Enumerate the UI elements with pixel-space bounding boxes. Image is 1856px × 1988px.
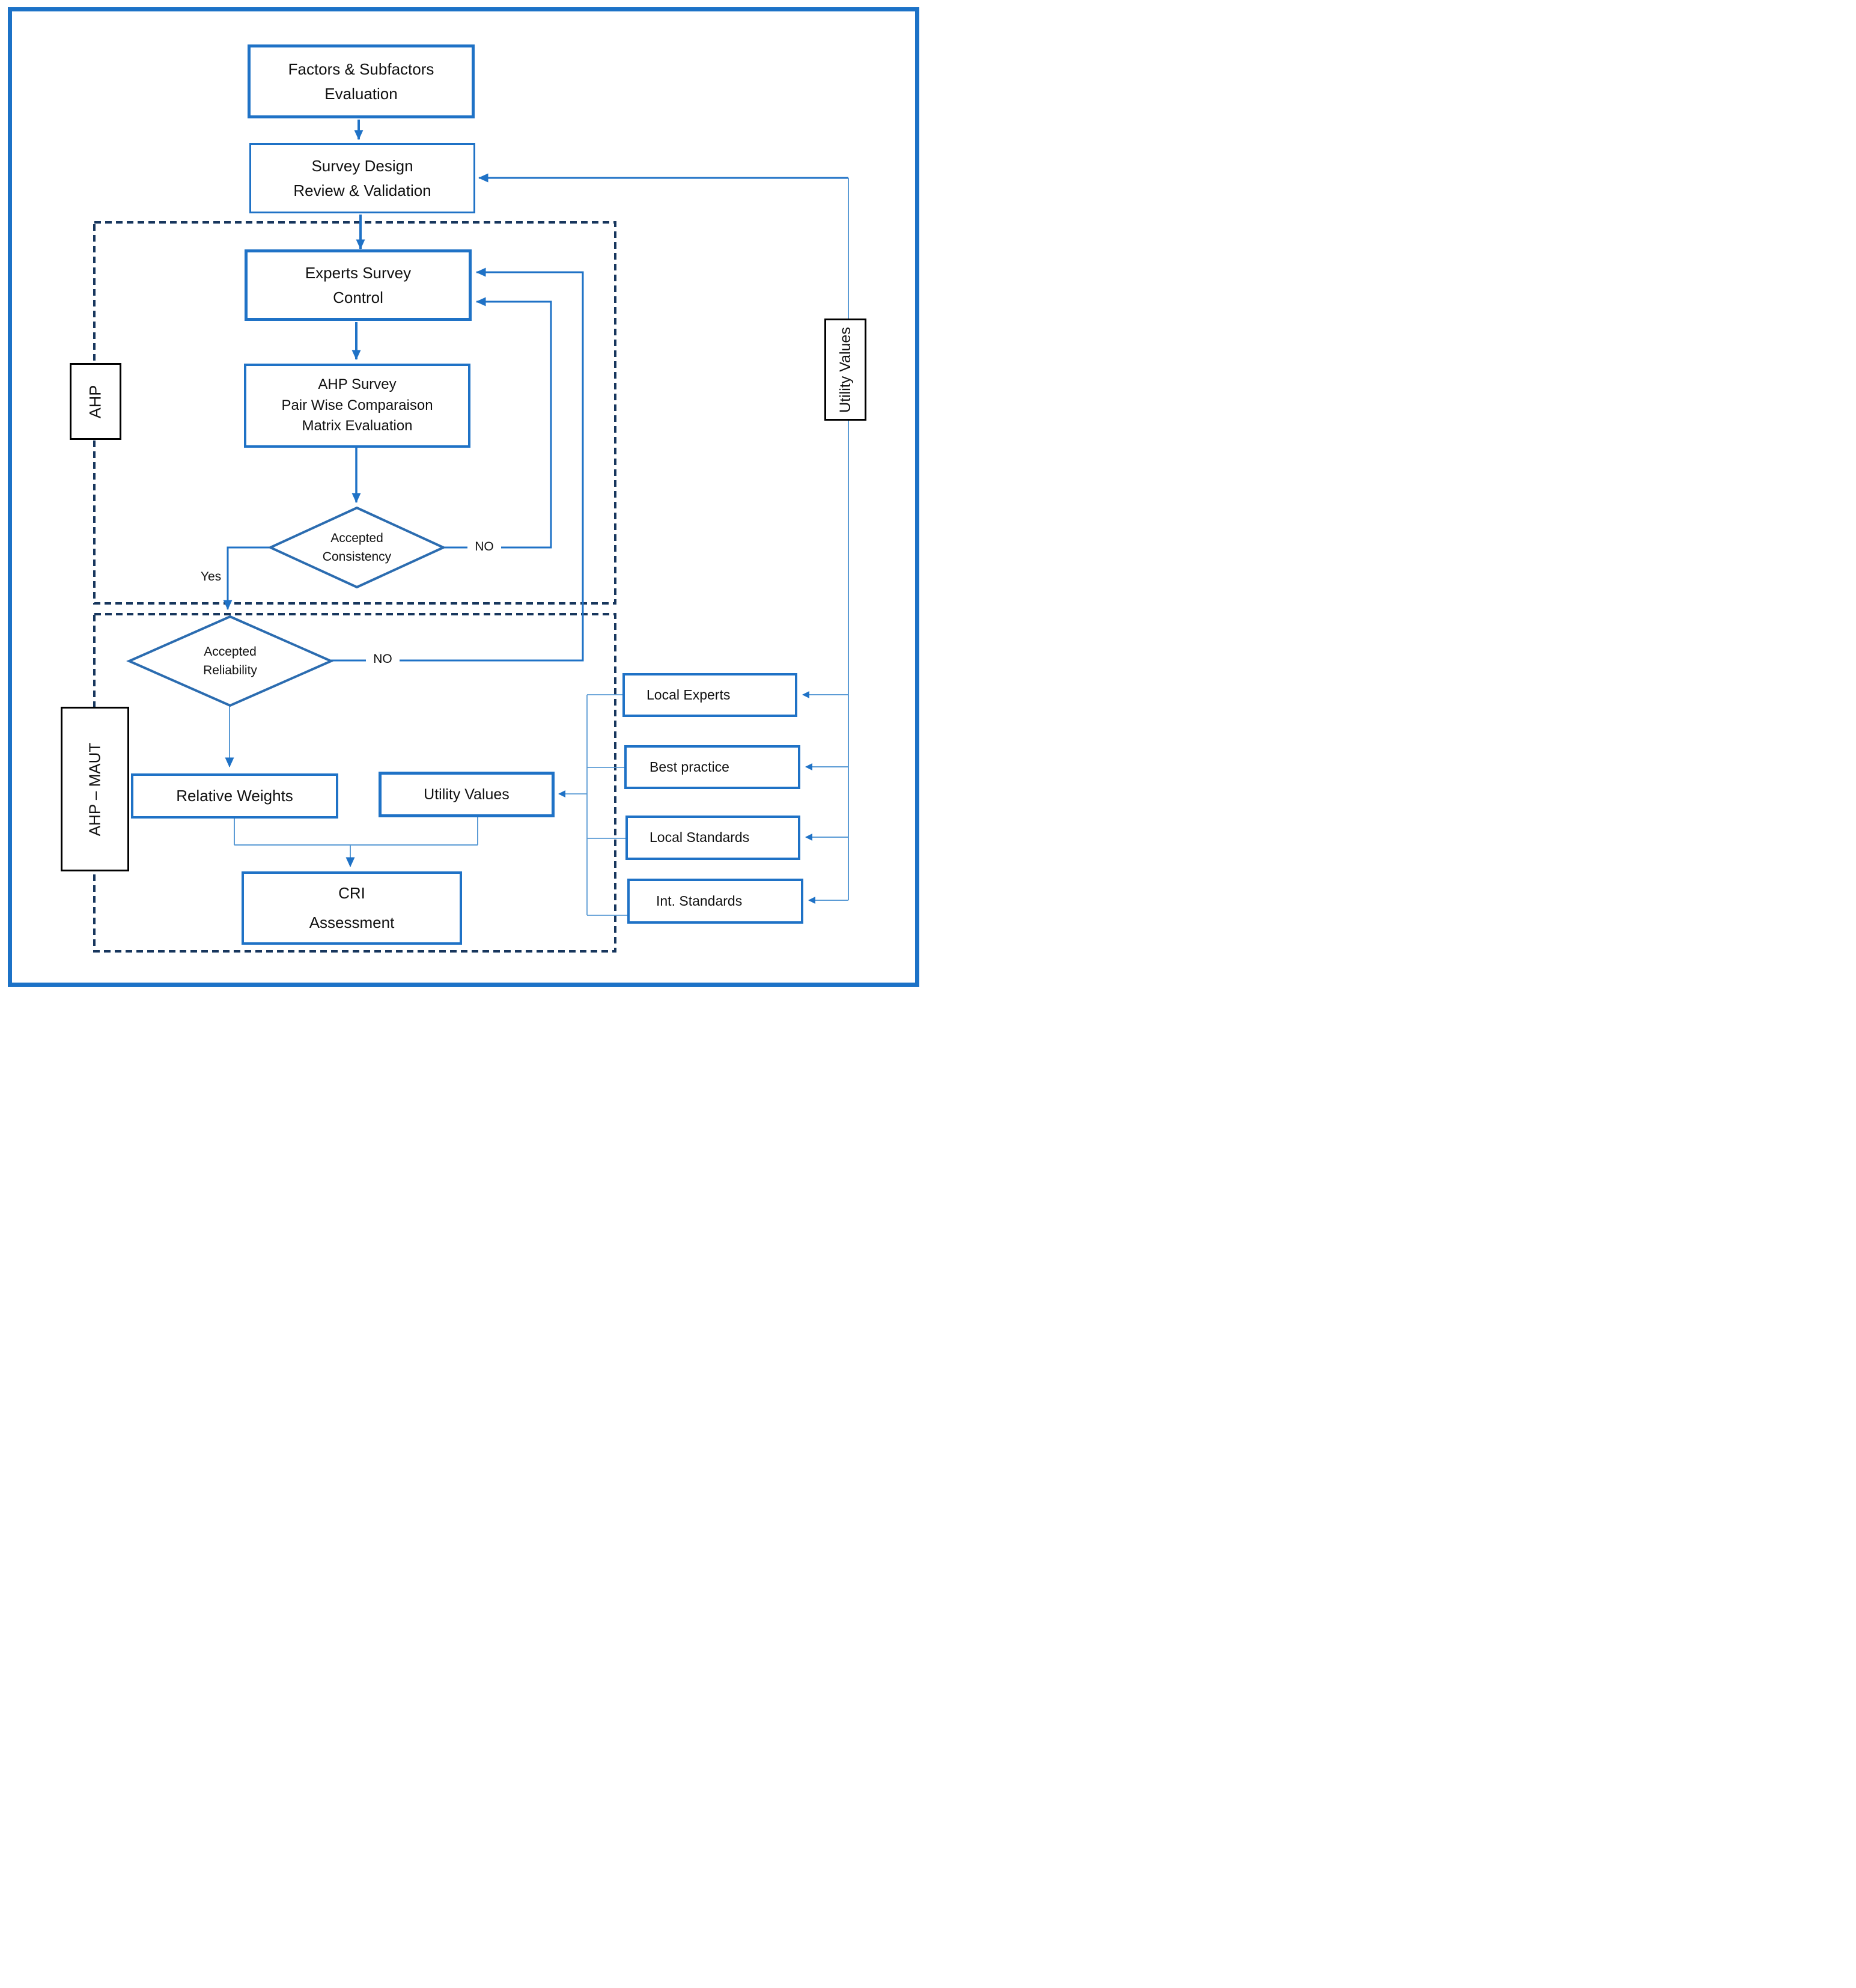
yes-path-to-reliability	[223, 546, 270, 610]
no-label-reliability: NO	[366, 651, 400, 667]
node-label: Control	[333, 288, 383, 306]
node-int-standards: Int. Standards	[627, 879, 803, 924]
consistency-diamond-shape	[267, 506, 446, 589]
node-label: Local Experts	[647, 686, 731, 703]
connector-layer	[93, 120, 849, 953]
node-label: Review & Validation	[293, 181, 431, 200]
node-relative-weights: Relative Weights	[131, 773, 338, 819]
node-label: Evaluation	[324, 84, 398, 103]
node-label: Pair Wise Comparaison	[281, 397, 433, 413]
ahp-phase-label: AHP	[70, 363, 121, 440]
node-label: CRI	[338, 883, 365, 902]
node-label: Relative Weights	[176, 787, 293, 805]
node-factors-evaluation: Factors & Subfactors Evaluation	[248, 44, 475, 118]
node-ahp-survey-matrix: AHP Survey Pair Wise Comparaison Matrix …	[244, 364, 470, 448]
flowchart-canvas: Factors & Subfactors Evaluation Survey D…	[0, 0, 928, 994]
yes-label-consistency: Yes	[196, 569, 226, 585]
node-label: Experts Survey	[305, 264, 412, 282]
ahp-maut-phase-label: AHP – MAUT	[61, 707, 129, 871]
node-label: Accepted	[330, 531, 383, 545]
side-label-text: Utility Values	[836, 326, 854, 413]
reliability-diamond-text: Accepted Reliability	[170, 643, 290, 679]
consistency-diamond-text: Accepted Consistency	[297, 529, 417, 566]
node-label: Matrix Evaluation	[302, 418, 413, 434]
node-label: Int. Standards	[656, 892, 743, 909]
node-survey-design: Survey Design Review & Validation	[249, 143, 475, 213]
node-label: Factors & Subfactors	[288, 60, 434, 79]
phase-label-text: AHP – MAUT	[85, 742, 104, 836]
edge-label: NO	[373, 652, 392, 666]
no-loop-reliability	[331, 267, 584, 662]
phase-label-text: AHP	[86, 385, 105, 418]
edge-label: NO	[475, 540, 494, 553]
node-best-practice: Best practice	[624, 745, 800, 789]
reliability-diamond-shape	[126, 615, 334, 707]
node-label: AHP Survey	[318, 376, 397, 392]
node-label: Accepted	[204, 644, 257, 659]
node-label: Consistency	[322, 550, 392, 564]
no-label-consistency: NO	[467, 539, 501, 555]
node-label: Reliability	[203, 663, 257, 677]
node-label: Local Standards	[650, 829, 750, 846]
edge-label: Yes	[200, 570, 222, 584]
node-cri-assessment: CRI Assessment	[242, 871, 462, 945]
node-local-standards: Local Standards	[625, 816, 800, 860]
node-experts-survey-control: Experts Survey Control	[245, 249, 472, 321]
node-local-experts: Local Experts	[622, 673, 797, 717]
node-label: Best practice	[650, 758, 729, 775]
outer-border	[8, 7, 919, 987]
node-label: Assessment	[309, 913, 395, 931]
utility-values-side-label: Utility Values	[824, 319, 866, 421]
node-label: Utility Values	[424, 785, 510, 803]
node-label: Survey Design	[311, 157, 413, 175]
node-utility-values: Utility Values	[379, 772, 555, 817]
